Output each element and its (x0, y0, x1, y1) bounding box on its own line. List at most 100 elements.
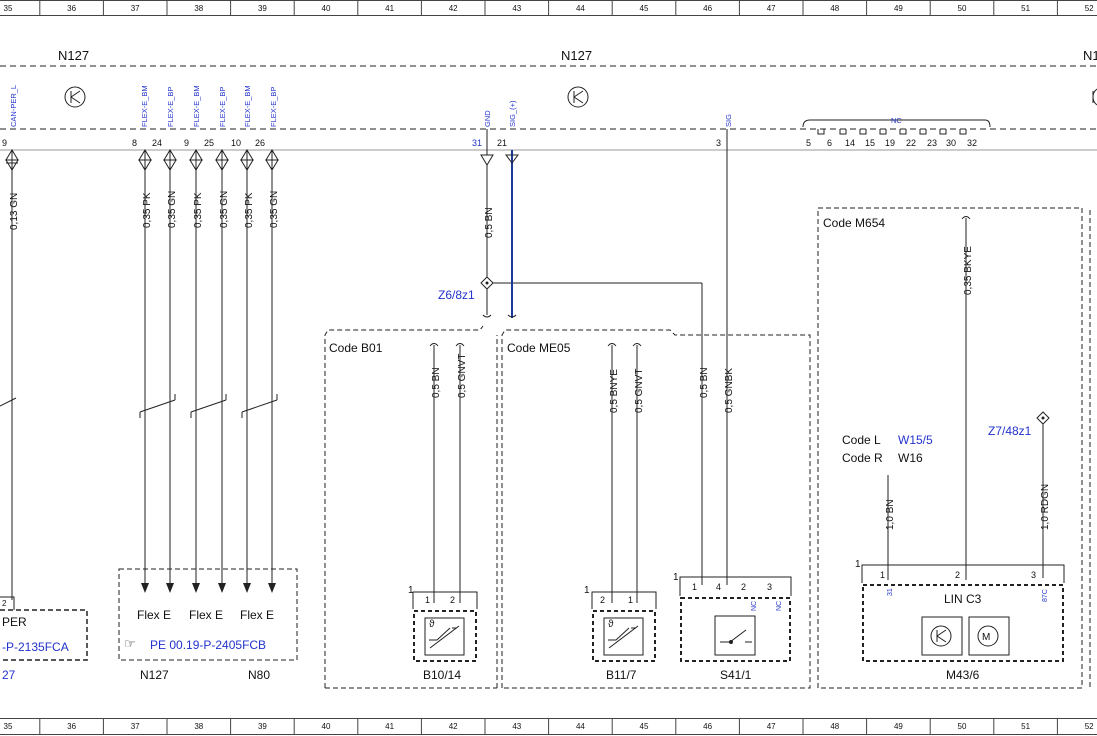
twisted-pair-mark (0, 394, 278, 418)
ruler-number: 40 (322, 722, 331, 731)
transistor-icon (64, 86, 86, 108)
signal-label: CAN-PER_L (9, 85, 18, 127)
pin-number: 19 (885, 138, 895, 148)
ruler-number: 44 (576, 722, 585, 731)
pin-number: 32 (967, 138, 977, 148)
pin-number: 21 (497, 138, 507, 148)
flex-label: Flex E (240, 608, 274, 622)
code-box (324, 207, 1091, 690)
component-label: PER (2, 615, 27, 629)
pin-number: 8 (132, 138, 137, 148)
conn-number: 1 (408, 585, 414, 596)
pin-number: 1 (628, 595, 633, 605)
pin-number: 10 (231, 138, 241, 148)
component-label: S41/1 (720, 668, 752, 682)
code-l-label: Code L (842, 433, 881, 447)
wire-label: 0,35 GN (167, 191, 178, 228)
signal-label: FLEX-E_BM (192, 85, 201, 127)
flex-label: Flex E (137, 608, 171, 622)
component-label: B11/7 (606, 668, 637, 682)
connector-icon (5, 149, 519, 171)
pin-number: 3 (767, 582, 772, 592)
wire-label: 0,35 GN (219, 191, 230, 228)
nc-label: NC (891, 116, 902, 125)
pin-number: 2 (450, 595, 455, 605)
motor-icon: M (982, 632, 990, 643)
pin-number: 2 (741, 582, 746, 592)
pin-number: 6 (827, 138, 832, 148)
ruler-number: 40 (322, 4, 331, 13)
ruler-number: 45 (640, 722, 649, 731)
ruler-number: 42 (449, 722, 458, 731)
reference-link[interactable]: PE 00.19-P-2405FCB (150, 638, 266, 652)
pin-number: 3 (716, 138, 721, 148)
module-label-left: N127 (58, 48, 89, 63)
pin-number: 2 (600, 595, 605, 605)
ruler-number: 39 (258, 722, 267, 731)
wire-label: 0,35 PK (142, 192, 153, 228)
ruler-number: 35 (4, 4, 13, 13)
ruler-number: 46 (703, 722, 712, 731)
temperature-icon: ϑ (608, 619, 614, 630)
terminal-label: 87C (1042, 589, 1049, 602)
signal-label: FLEX-E_BP (218, 87, 227, 127)
code-label: Code B01 (329, 341, 383, 355)
ruler-number: 52 (1085, 4, 1094, 13)
signal-label: FLEX-E_BP (166, 87, 175, 127)
code-r-label: Code R (842, 451, 883, 465)
component-label: M43/6 (946, 668, 980, 682)
pin-number: 9 (2, 138, 7, 148)
nc-label: NC (776, 601, 783, 611)
signal-label: FLEX-E_BM (140, 85, 149, 127)
arrow-icon (141, 583, 276, 593)
transistor-icon (567, 86, 589, 108)
ruler-number: 36 (67, 4, 76, 13)
wire-label: 1,0 BN (885, 499, 896, 530)
sensor-b10 (412, 591, 478, 662)
nc-bracket (802, 119, 991, 135)
pin-number: 24 (152, 138, 162, 148)
sensor-b11 (591, 591, 657, 662)
pin-number: 30 (946, 138, 956, 148)
switch-s41 (679, 576, 792, 662)
wire-label: 0,5 BN (699, 367, 710, 398)
code-label: Code M654 (823, 216, 885, 230)
ruler-number: 39 (258, 4, 267, 13)
code-l-ref: W15/5 (898, 433, 933, 447)
pin-number: 31 (472, 138, 482, 148)
code-label: Code ME05 (507, 341, 571, 355)
ruler-number: 43 (512, 722, 521, 731)
ruler-number: 49 (894, 4, 903, 13)
pin-number: 25 (204, 138, 214, 148)
ruler-number: 37 (131, 4, 140, 13)
ruler-number: 42 (449, 4, 458, 13)
pin-number: 2 (955, 570, 960, 580)
wire-label: 0,35 GN (269, 191, 280, 228)
ruler-number: 48 (830, 4, 839, 13)
component-partial (0, 596, 88, 661)
signal-label: FLEX-E_BP (269, 87, 278, 127)
ruler-number: 50 (958, 722, 967, 731)
reference-num: 27 (2, 668, 16, 682)
component-label: B10/14 (423, 668, 461, 682)
flex-label: Flex E (189, 608, 223, 622)
splice-label: Z7/48z1 (988, 424, 1032, 438)
wire-label: 0,5 BN (484, 207, 495, 238)
transistor-icon (1092, 88, 1097, 106)
ruler-number: 47 (767, 722, 776, 731)
pin-number: 23 (927, 138, 937, 148)
reference-link[interactable]: -P-2135FCA (2, 640, 69, 654)
wire-label: 0,5 BNYE (609, 369, 620, 413)
wire-label: 0,5 GNBK (724, 368, 735, 413)
ruler-number: 45 (640, 4, 649, 13)
module-boundary (0, 65, 1097, 151)
ruler-number: 46 (703, 4, 712, 13)
conn-number: 1 (584, 585, 590, 596)
ruler-number: 35 (4, 722, 13, 731)
wire-label: 0,5 GNVT (634, 369, 645, 413)
ruler-number: 49 (894, 722, 903, 731)
pin-number: 1 (692, 582, 697, 592)
ruler-number: 41 (385, 4, 394, 13)
